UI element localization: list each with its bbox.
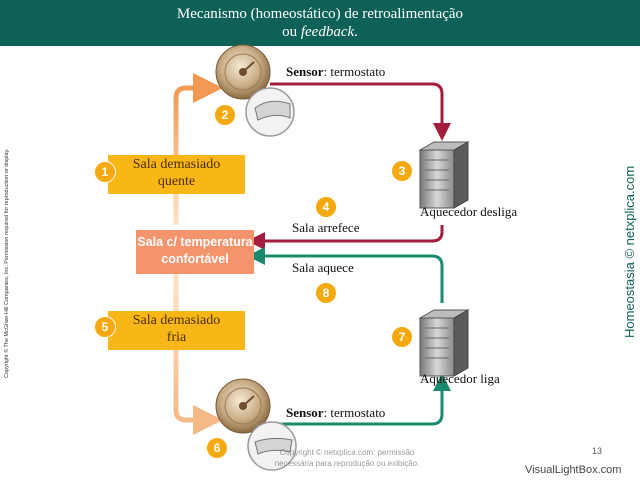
title-suffix: . <box>354 24 358 40</box>
step-badge-5: 5 <box>94 316 116 338</box>
room-too-hot-box: Sala demasiado quente <box>108 155 245 194</box>
heater-off-label: Aquecedor desliga <box>420 204 518 219</box>
arrow-sensor-to-heater-on <box>270 373 451 426</box>
heater-off-server-icon <box>418 141 470 209</box>
room-too-cold-box: Sala demasiado fria <box>108 311 245 350</box>
step-badge-7: 7 <box>391 326 413 348</box>
watermark-line-1: Copyright © netxplica.com: permissão <box>279 448 415 457</box>
title-prefix: ou <box>282 24 301 40</box>
title-line-2: ou feedback. <box>0 24 640 41</box>
sensor-bottom-rest: : termostato <box>323 405 386 420</box>
watermark-line-2: necessária para reprodução ou exibição. <box>274 459 420 468</box>
title-italic: feedback <box>300 24 355 40</box>
sensor-bottom-label: Sensor: termostato <box>286 405 385 421</box>
step-badge-1: 1 <box>94 161 116 183</box>
sensor-top-label: Sensor: termostato <box>286 64 385 80</box>
heater-on-label: Aquecedor liga <box>420 371 500 386</box>
visual-lightbox-credit: VisualLightBox.com <box>525 464 622 476</box>
arrow-heater-off-to-comfort <box>247 225 444 250</box>
thermostat-bottom-icon <box>215 378 297 471</box>
page-number: 13 <box>592 446 603 456</box>
copyright-side-text: Copyright © The McGraw-Hill Companies, I… <box>4 148 10 378</box>
room-warms-label: Sala aquece <box>292 260 354 275</box>
arrow-cold-to-sensor <box>173 272 223 435</box>
sensor-top-bold: Sensor <box>286 64 324 79</box>
title-line-1: Mecanismo (homeostático) de retroaliment… <box>176 6 464 22</box>
slide-header: Mecanismo (homeostático) de retroaliment… <box>0 0 640 46</box>
sensor-bottom-bold: Sensor <box>286 405 324 420</box>
room-cools-label: Sala arrefece <box>292 220 360 235</box>
comfort-line-2: confortável <box>161 252 229 266</box>
step-badge-3: 3 <box>391 160 413 182</box>
hot-line-1: Sala demasiado <box>132 157 221 172</box>
hot-line-2: quente <box>157 174 196 189</box>
step-badge-2: 2 <box>214 104 236 126</box>
cold-line-1: Sala demasiado <box>132 313 221 328</box>
step-badge-6: 6 <box>206 437 228 459</box>
thermostat-top-icon <box>215 44 295 137</box>
comfort-line-1: Sala c/ temperatura <box>137 235 253 249</box>
room-comfortable-box: Sala c/ temperatura confortável <box>136 230 254 274</box>
arrow-hot-to-sensor <box>173 73 223 225</box>
site-credit-text: Homeostasia © netxplica.com <box>622 165 637 338</box>
cold-line-2: fria <box>166 330 187 345</box>
arrow-sensor-to-heater-off <box>270 82 451 141</box>
arrow-heater-on-to-comfort <box>247 247 444 303</box>
sensor-top-rest: : termostato <box>323 64 386 79</box>
step-badge-4: 4 <box>315 196 337 218</box>
heater-on-server-icon <box>418 309 470 377</box>
step-badge-8: 8 <box>315 282 337 304</box>
watermark-text: Copyright © netxplica.com: permissão nec… <box>262 447 432 469</box>
